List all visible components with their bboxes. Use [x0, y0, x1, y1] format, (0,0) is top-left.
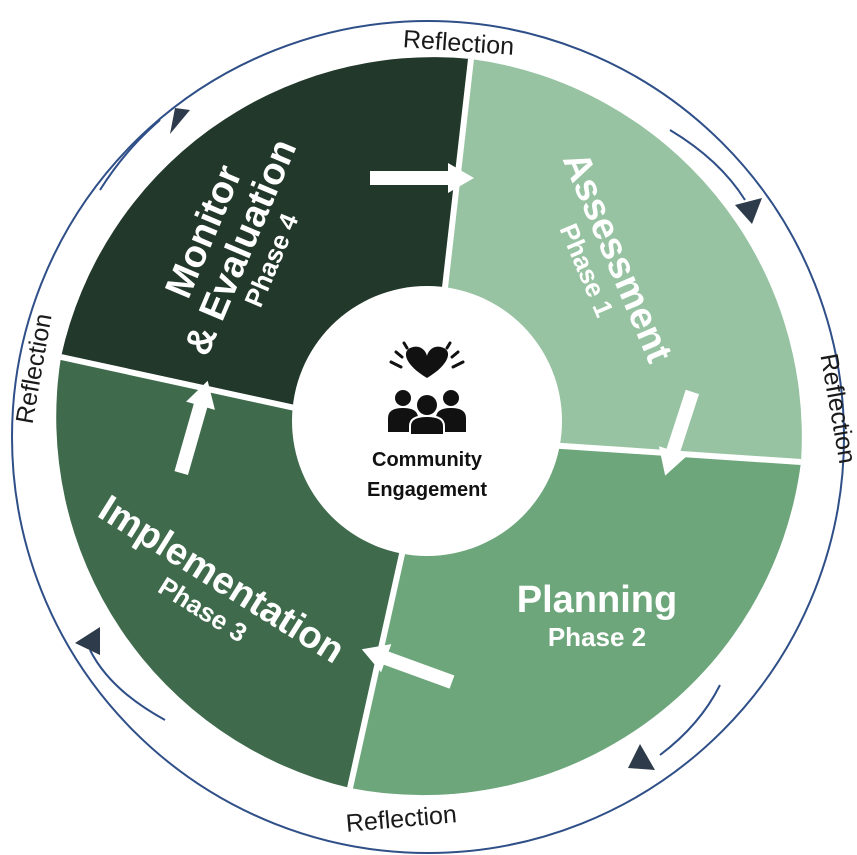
reflection-label-top: Reflection [402, 25, 515, 61]
arrow-monitor-to-assessment-icon [370, 163, 474, 193]
arrowhead-bottom-right-icon [628, 744, 655, 770]
reflection-label-bottom: Reflection [345, 800, 458, 838]
arrow-planning-to-implementation-icon [361, 644, 455, 689]
center-label-line2: Engagement [367, 479, 487, 501]
reflection-arc-top-left [99, 119, 161, 191]
center-label-line1: Community [372, 449, 483, 471]
outer-ring [11, 20, 845, 854]
reflection-arc-bottom-right [659, 684, 721, 756]
reflection-arc-top-right [669, 129, 746, 201]
reflection-arc-bottom-left [89, 649, 166, 721]
arrow-assessment-to-planning-icon [658, 389, 700, 476]
planning-phase: Phase 2 [548, 622, 646, 652]
arrow-implementation-to-monitor-icon [174, 380, 215, 475]
community-people-heart-icon [388, 341, 466, 436]
arrowhead-top-right-icon [735, 198, 762, 224]
arrowhead-bottom-left-icon [75, 627, 100, 655]
arrowhead-top-left-icon [170, 108, 190, 134]
planning-title: Planning [517, 579, 677, 621]
reflection-label-right: Reflection [814, 351, 857, 465]
